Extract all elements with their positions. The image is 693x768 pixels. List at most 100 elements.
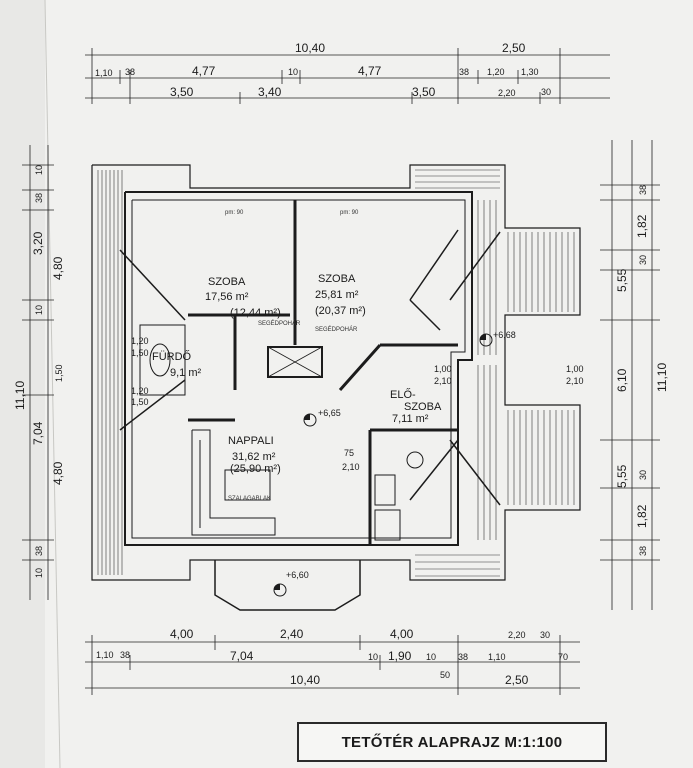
top-dimension-lines bbox=[85, 48, 610, 104]
bay-window bbox=[214, 560, 361, 611]
room-1-note: SEGÉDPOHÁR bbox=[258, 320, 301, 327]
roof-hatching-left bbox=[97, 170, 123, 575]
left-dim-6: 1,50 bbox=[54, 364, 64, 382]
room-2: SZOBA 25,81 m² (20,37 m²) SEGÉDPOHÁR bbox=[315, 273, 366, 333]
level-living: +6,65 bbox=[318, 408, 341, 418]
level-upper: +6,68 bbox=[493, 330, 516, 340]
bottom-total-left: 10,40 bbox=[290, 673, 320, 687]
bottom-dim-4: 2,20 bbox=[508, 630, 526, 640]
right-dim-5: 11,10 bbox=[655, 363, 669, 392]
door-label-10: 2,10 bbox=[342, 462, 360, 472]
bottom-dim-7: 38 bbox=[120, 650, 130, 660]
living-room: NAPPALI 31,62 m² (25,90 m²) SZALAGABLAK bbox=[228, 435, 281, 502]
left-dimension-lines bbox=[22, 145, 54, 600]
door-label-1: 1,20 bbox=[131, 336, 149, 346]
door-label-6: 2,10 bbox=[434, 376, 452, 386]
left-dimension-text: 10 38 3,20 4,80 10 1,50 11,10 7,04 4,80 … bbox=[13, 165, 65, 578]
living-note: SZALAGABLAK bbox=[228, 496, 271, 502]
plan-outline bbox=[91, 164, 581, 581]
drawing-title: TETŐTÉR ALAPRAJZ M:1:100 bbox=[341, 733, 563, 751]
left-dim-7: 11,10 bbox=[13, 381, 27, 410]
top-dim-l: 2,20 bbox=[498, 88, 516, 98]
door-label-5: 1,00 bbox=[434, 364, 452, 374]
left-dim-8: 7,04 bbox=[31, 421, 45, 445]
door-label-7: 1,00 bbox=[566, 364, 584, 374]
bottom-dim-12: 38 bbox=[458, 652, 468, 662]
top-dim-k: 3,50 bbox=[412, 85, 436, 99]
bath-fixtures bbox=[139, 324, 424, 541]
left-dim-1: 10 bbox=[34, 165, 44, 175]
top-dim-h: 1,30 bbox=[521, 67, 539, 77]
top-dim-c: 4,77 bbox=[192, 64, 216, 78]
right-dim-3: 30 bbox=[638, 255, 648, 265]
bottom-dim-13: 1,10 bbox=[488, 652, 506, 662]
hall-room: ELŐ- SZOBA 7,11 m² bbox=[390, 387, 442, 425]
right-dimension-text: 38 1,82 30 5,55 11,10 6,10 5,55 30 1,82 … bbox=[615, 185, 669, 556]
right-dim-8: 30 bbox=[638, 470, 648, 480]
door-label-4: 1,50 bbox=[131, 397, 149, 407]
hall-area: 7,11 m² bbox=[392, 413, 429, 425]
room-2-name: SZOBA bbox=[318, 273, 356, 285]
bath-area: 9,1 m² bbox=[170, 367, 202, 379]
room-2-alt: (20,37 m²) bbox=[315, 305, 366, 317]
right-dim-7: 5,55 bbox=[615, 464, 629, 488]
paper-fold bbox=[44, 0, 61, 768]
right-dim-2: 1,82 bbox=[635, 214, 649, 238]
top-dim-e: 4,77 bbox=[358, 64, 382, 78]
room-1-alt: (12,44 m²) bbox=[230, 307, 281, 319]
top-dim-f: 38 bbox=[459, 67, 469, 77]
bottom-dim-6: 1,10 bbox=[96, 650, 114, 660]
room-1: SZOBA 17,56 m² (12,44 m²) SEGÉDPOHÁR bbox=[205, 276, 301, 327]
bottom-dimension-lines bbox=[85, 635, 580, 695]
bottom-dim-8: 7,04 bbox=[230, 649, 254, 663]
door-label-8: 2,10 bbox=[566, 376, 584, 386]
roof-hatching-right bbox=[415, 169, 575, 577]
bottom-dim-5: 30 bbox=[540, 630, 550, 640]
top-dim-i: 3,50 bbox=[170, 85, 194, 99]
bottom-dim-9: 10 bbox=[368, 652, 378, 662]
right-dim-4: 5,55 bbox=[615, 268, 629, 292]
top-dim-j: 3,40 bbox=[258, 85, 282, 99]
left-dim-11: 10 bbox=[34, 568, 44, 578]
top-dim-b: 38 bbox=[125, 67, 135, 77]
dormer-diagonals bbox=[119, 229, 501, 506]
sofa bbox=[191, 429, 276, 536]
level-bay: +6,60 bbox=[286, 570, 309, 580]
left-dim-2: 38 bbox=[34, 193, 44, 203]
top-dim-g: 1,20 bbox=[487, 67, 505, 77]
right-dim-6: 6,10 bbox=[615, 368, 629, 392]
bottom-total-right: 2,50 bbox=[505, 673, 529, 687]
living-alt: (25,90 m²) bbox=[230, 463, 281, 475]
window-label-1: pm: 90 bbox=[225, 210, 244, 216]
left-dim-5: 10 bbox=[34, 305, 44, 315]
top-dim-m: 30 bbox=[541, 87, 551, 97]
bottom-dim-2: 2,40 bbox=[280, 627, 304, 641]
living-name: NAPPALI bbox=[228, 435, 274, 447]
window-label-2: pm: 90 bbox=[340, 210, 359, 216]
living-area: 31,62 m² bbox=[232, 451, 276, 463]
room-1-name: SZOBA bbox=[208, 276, 246, 288]
bottom-small: 50 bbox=[440, 670, 450, 680]
room-1-area: 17,56 m² bbox=[205, 291, 249, 303]
chimney-cross-b bbox=[267, 346, 323, 378]
left-dim-3: 3,20 bbox=[31, 231, 45, 255]
title-block: TETŐTÉR ALAPRAJZ M:1:100 bbox=[297, 722, 607, 762]
bottom-dim-1: 4,00 bbox=[170, 627, 194, 641]
left-dim-4: 4,80 bbox=[51, 256, 65, 280]
bottom-dim-11: 10 bbox=[426, 652, 436, 662]
level-markers bbox=[273, 333, 493, 597]
paper-margin bbox=[0, 0, 45, 768]
right-dim-1: 38 bbox=[638, 185, 648, 195]
right-dimension-lines bbox=[600, 140, 660, 610]
room-2-area: 25,81 m² bbox=[315, 289, 359, 301]
door-label-9: 75 bbox=[344, 448, 354, 458]
bottom-dim-10: 1,90 bbox=[388, 649, 412, 663]
right-dim-9: 1,82 bbox=[635, 504, 649, 528]
bottom-dim-3: 4,00 bbox=[390, 627, 414, 641]
top-total-right: 2,50 bbox=[502, 41, 526, 55]
top-dim-d: 10 bbox=[288, 67, 298, 77]
bath-name: FÜRDŐ bbox=[152, 349, 192, 363]
right-dim-10: 38 bbox=[638, 546, 648, 556]
hall-name-2: SZOBA bbox=[404, 401, 442, 413]
